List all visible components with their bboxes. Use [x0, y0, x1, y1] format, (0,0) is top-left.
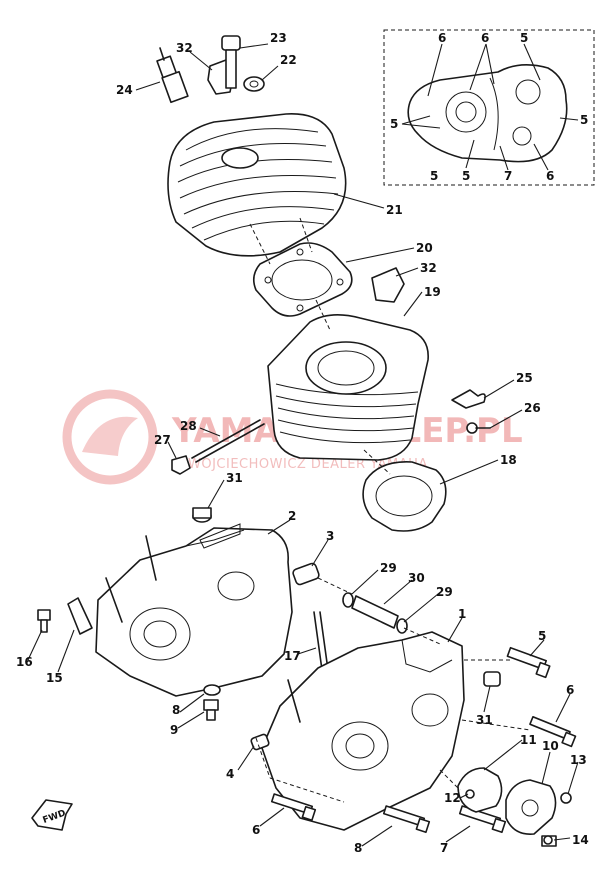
inset-border	[383, 29, 595, 186]
part-label-4: 4	[226, 767, 234, 781]
assembly-guide-lines	[249, 217, 531, 803]
part-label-25: 25	[516, 371, 533, 385]
part-label-10: 10	[542, 739, 559, 753]
head-gasket-part-20	[252, 242, 353, 317]
inset-seam	[489, 77, 499, 151]
screw-part-14	[543, 835, 553, 845]
inset-label-5: 5	[462, 169, 470, 183]
bolt-part-7	[458, 805, 507, 834]
inset-label-7: 7	[504, 169, 512, 183]
pipe-part-30	[351, 595, 399, 629]
watermark-tagline: WOJCIECHOWICZ DEALER YAMAHA	[188, 457, 428, 472]
part-label-23: 23	[270, 31, 287, 45]
screw-part-26	[466, 422, 491, 434]
inset-label-5: 5	[390, 117, 398, 131]
part-label-5: 5	[538, 629, 546, 643]
watermark-logo-mark	[82, 416, 138, 456]
inset-bearing-inner	[455, 101, 477, 123]
part-label-11: 11	[520, 733, 537, 747]
oil-seal-part-29a	[342, 592, 354, 608]
part-label-24: 24	[116, 83, 133, 97]
watermark-logo-ring	[62, 389, 158, 485]
bolt-part-6-right	[529, 715, 577, 748]
part-label-31: 31	[476, 713, 493, 727]
bracket-part-15	[67, 597, 93, 635]
part-label-1: 1	[458, 607, 466, 621]
inset-small-bore	[512, 126, 532, 146]
drain-bolt-part-9	[203, 699, 219, 721]
cylinder-part-19	[267, 314, 429, 461]
part-label-15: 15	[46, 671, 63, 685]
cover-part-10	[505, 779, 557, 847]
part-label-32: 32	[176, 41, 193, 55]
part-label-8: 8	[172, 703, 180, 717]
inset-leaders	[401, 43, 579, 171]
part-label-29: 29	[436, 585, 453, 599]
base-gasket-part-18	[362, 461, 447, 532]
bolt-part-16	[37, 609, 51, 633]
part-label-30: 30	[408, 571, 425, 585]
inset-label-6: 6	[481, 31, 489, 45]
part-label-21: 21	[386, 203, 403, 217]
bracket-part-32-mid	[371, 267, 405, 303]
part-label-13: 13	[570, 753, 587, 767]
part-label-28: 28	[180, 419, 197, 433]
inset-shaft-bore	[515, 79, 541, 105]
bolt-part-23	[221, 35, 241, 89]
part-label-6: 6	[252, 823, 260, 837]
inset-label-5: 5	[520, 31, 528, 45]
part-label-12: 12	[444, 791, 461, 805]
inset-label-6: 6	[438, 31, 446, 45]
inset-crankcase-view	[383, 29, 595, 186]
stud-part-28	[191, 419, 265, 463]
part-label-27: 27	[154, 433, 171, 447]
part-label-22: 22	[280, 53, 297, 67]
part-label-2: 2	[288, 509, 296, 523]
clip-part-25	[451, 389, 486, 409]
screw-part-13	[560, 792, 572, 804]
dowel-part-31-right	[483, 671, 501, 687]
washer-part-8	[203, 684, 221, 696]
inset-labels: 6 6 5 5 5 5 5 7 6	[390, 31, 588, 183]
inset-bearing-bore	[445, 91, 487, 133]
part-label-32: 32	[420, 261, 437, 275]
part-label-14: 14	[572, 833, 589, 847]
part-label-8: 8	[354, 841, 362, 855]
inset-label-6: 6	[546, 169, 554, 183]
fwd-direction-arrow: FWD	[31, 799, 73, 831]
dowel-part-3	[292, 562, 320, 586]
part-label-20: 20	[416, 241, 433, 255]
leader-lines	[27, 43, 579, 847]
part-label-26: 26	[524, 401, 541, 415]
part-label-29: 29	[380, 561, 397, 575]
dowel-part-31-top	[192, 507, 212, 523]
nut-part-27	[171, 455, 191, 475]
spark-plug-part-24	[156, 47, 189, 104]
part-labels: 1 2 3 4 5 6 6 7 8 8 9 10 11 12 13 14 15 …	[16, 31, 589, 855]
gasket-part-11	[457, 767, 503, 813]
part-label-16: 16	[16, 655, 33, 669]
part-label-6: 6	[566, 683, 574, 697]
inset-label-5: 5	[430, 169, 438, 183]
bolt-part-5	[506, 646, 551, 679]
cylinder-head-part-21	[167, 113, 347, 257]
oil-seal-part-29b	[396, 618, 408, 634]
part-label-17: 17	[284, 649, 301, 663]
part-label-7: 7	[440, 841, 448, 855]
inset-crankcase-half	[407, 64, 568, 163]
part-label-19: 19	[424, 285, 441, 299]
washer-part-22	[243, 76, 265, 92]
stud-part-17	[313, 611, 329, 671]
bolt-part-6-bottom	[270, 793, 317, 822]
screw-part-12	[465, 789, 475, 799]
part-label-18: 18	[500, 453, 517, 467]
part-label-3: 3	[326, 529, 334, 543]
part-label-9: 9	[170, 723, 178, 737]
left-crankcase-part-2	[95, 523, 293, 697]
inset-label-5: 5	[580, 113, 588, 127]
part-label-31: 31	[226, 471, 243, 485]
bolt-part-8-bottom	[382, 805, 431, 834]
